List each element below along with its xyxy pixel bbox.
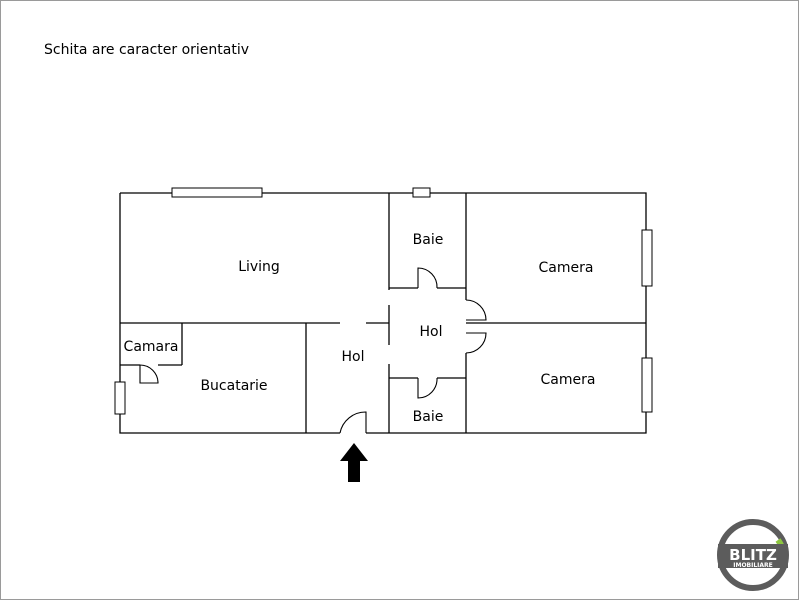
window-living [171,187,263,198]
door-camara [139,364,159,384]
room-label-hol-right: Hol [420,324,443,340]
room-label-hol-center: Hol [342,349,365,365]
door-entrance [339,411,367,434]
logo-brand: BLITZ [729,546,777,564]
room-label-living: Living [238,259,280,275]
window-camera-bottom [641,357,653,413]
door-camera-top [465,299,487,321]
room-label-camera-bottom: Camera [541,372,596,388]
interior-walls [120,193,646,433]
arrow-up-icon [340,443,368,482]
logo-subtitle: IMOBILIARE [733,562,773,569]
room-label-camara: Camara [124,339,179,355]
windows [114,187,653,415]
door-baie-bottom [417,377,438,399]
disclaimer-caption: Schita are caracter orientativ [44,42,250,58]
room-label-camera-top: Camera [539,260,594,276]
window-bucatarie [114,381,126,415]
room-label-baie-top: Baie [413,232,444,248]
room-label-baie-bottom: Baie [413,409,444,425]
door-baie-top [417,267,438,289]
room-label-bucatarie: Bucatarie [200,378,267,394]
blitz-logo: BLITZ IMOBILIARE [717,519,789,591]
outer-walls [119,192,647,434]
door-camera-bottom [465,332,487,354]
window-baie [412,187,431,198]
doors [139,267,487,434]
window-camera-top [641,229,653,287]
